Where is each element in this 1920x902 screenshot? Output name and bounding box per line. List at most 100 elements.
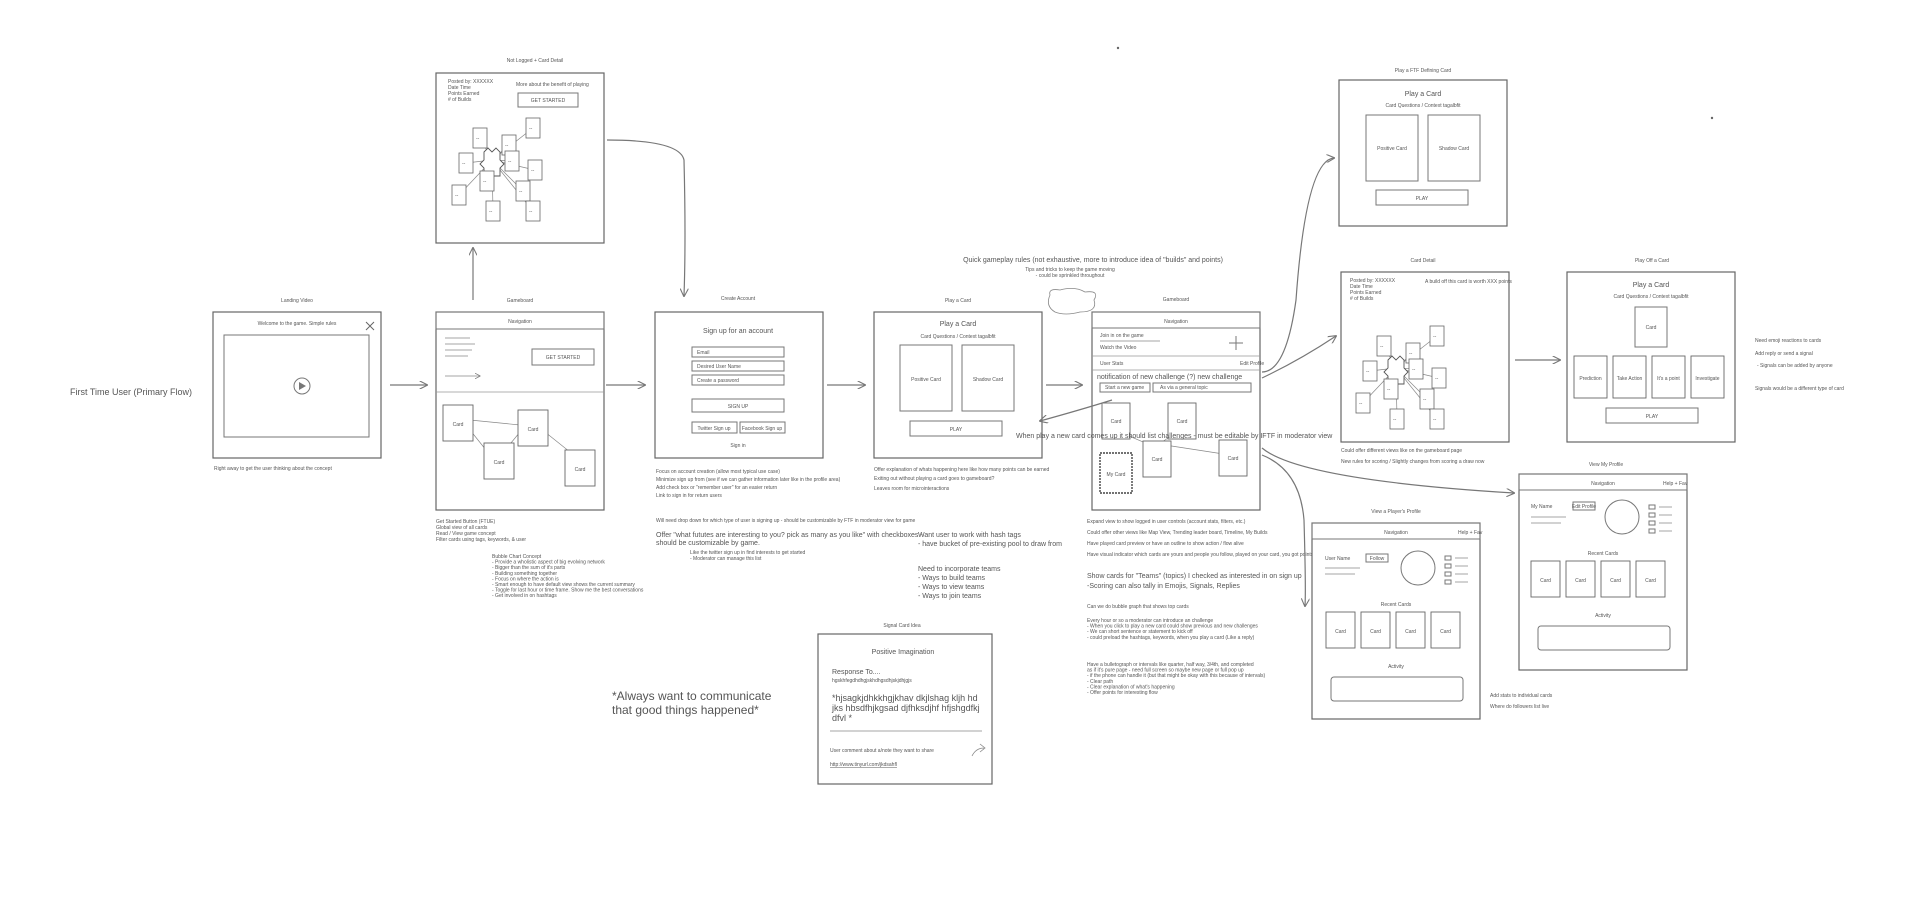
bubble-card[interactable] — [1408, 358, 1424, 380]
recent-card[interactable] — [1395, 611, 1426, 649]
password-field[interactable] — [691, 374, 785, 386]
share-icon[interactable] — [971, 743, 986, 757]
positive-card[interactable] — [899, 344, 953, 412]
bubble-card[interactable] — [1431, 367, 1447, 389]
bubble-card[interactable] — [1389, 408, 1405, 430]
card[interactable] — [1101, 402, 1131, 440]
recent-card[interactable] — [1530, 560, 1561, 598]
screen-caption: Play a FTF Defining Card — [1395, 68, 1452, 74]
card[interactable] — [1167, 402, 1197, 440]
card-label: My Card — [1107, 472, 1126, 478]
bubble-card[interactable] — [515, 180, 531, 202]
bubble-card[interactable] — [525, 200, 541, 222]
positive-card[interactable] — [1365, 114, 1419, 182]
start-game-field[interactable] — [1099, 382, 1151, 393]
bubble-card[interactable] — [479, 170, 495, 192]
twitter-signup-button[interactable] — [691, 421, 738, 434]
bubble-card[interactable] — [1362, 360, 1378, 382]
user-name: My Name — [1531, 504, 1553, 510]
get-started-button[interactable] — [517, 92, 579, 108]
bubble-card[interactable] — [527, 159, 543, 181]
bubble-card[interactable] — [451, 184, 467, 206]
facebook-signup-button[interactable] — [739, 421, 786, 434]
offer-line: Offer "what fututes are interesting to y… — [656, 532, 923, 539]
play-button[interactable] — [1375, 189, 1469, 206]
signup-title: Sign up for an account — [703, 328, 773, 335]
signal-link[interactable]: http://www.tinyurl.com/jkdsahfl — [830, 762, 897, 768]
card[interactable] — [1218, 439, 1248, 477]
shadow-card[interactable] — [1427, 114, 1481, 182]
play-button[interactable] — [909, 420, 1003, 437]
recent-card[interactable] — [1635, 560, 1666, 598]
activity-feed[interactable] — [1537, 625, 1671, 651]
plus-icon[interactable] — [1229, 336, 1243, 350]
option-card[interactable] — [1573, 355, 1608, 399]
note-line: Have played card preview or have an outl… — [1087, 541, 1244, 547]
bubble-card[interactable] — [1376, 335, 1392, 357]
note-line: -Scoring can also tally in Emojis, Signa… — [1087, 583, 1240, 590]
navigation-bar[interactable] — [1518, 473, 1688, 491]
bubble-card[interactable] — [485, 200, 501, 222]
recent-card[interactable] — [1565, 560, 1596, 598]
follow-button[interactable] — [1365, 553, 1389, 563]
bubble-card[interactable] — [1355, 392, 1371, 414]
close-icon[interactable] — [365, 321, 375, 331]
play-card-title: Play a Card — [1405, 91, 1442, 98]
activity-feed[interactable] — [1330, 676, 1464, 702]
recent-card[interactable] — [1430, 611, 1461, 649]
card[interactable] — [1142, 440, 1172, 478]
card-placeholder: -- — [1359, 401, 1363, 407]
bubble-card[interactable] — [1383, 378, 1399, 400]
option-card[interactable] — [1690, 355, 1725, 399]
card-placeholder: -- — [1366, 369, 1370, 375]
sign-in-link[interactable]: Sign in — [730, 443, 746, 449]
card[interactable] — [517, 409, 549, 447]
card[interactable] — [483, 442, 515, 480]
video-player[interactable] — [223, 334, 370, 438]
hub-card[interactable] — [479, 147, 505, 178]
bubble-card[interactable] — [1419, 388, 1435, 410]
bubble-card[interactable] — [504, 150, 520, 172]
card-label: Card — [1152, 457, 1163, 463]
shadow-card[interactable] — [961, 344, 1015, 412]
bubble-card[interactable] — [525, 117, 541, 139]
card-label: Card — [1440, 629, 1451, 635]
hub-card[interactable] — [1383, 355, 1409, 386]
option-card[interactable] — [1651, 355, 1686, 399]
help-link[interactable]: Help + Fav — [1663, 481, 1688, 487]
note-line: Offer explanation of whats happening her… — [874, 467, 1050, 473]
sign-up-button[interactable] — [691, 398, 785, 413]
bubble-card[interactable] — [472, 127, 488, 149]
recent-card[interactable] — [1325, 611, 1356, 649]
card[interactable] — [442, 404, 474, 442]
signal-card-idea: Signal Card Idea Positive Imagination Re… — [817, 623, 993, 785]
option-card[interactable] — [1612, 355, 1647, 399]
bubble-card[interactable] — [1429, 408, 1445, 430]
my-card[interactable] — [1099, 452, 1133, 494]
get-started-button[interactable] — [531, 348, 595, 366]
screen-caption: Gameboard — [1163, 297, 1190, 303]
note-line: Could offer other views like Map View, T… — [1087, 530, 1268, 536]
navigation-bar[interactable] — [435, 311, 605, 330]
topic-field[interactable] — [1152, 382, 1252, 393]
signal-body-line: dfvl * — [832, 713, 853, 723]
card-label: Card — [575, 467, 586, 473]
play-button[interactable] — [1605, 407, 1699, 424]
bubble-card[interactable] — [1429, 325, 1445, 347]
edit-profile-button[interactable] — [1572, 501, 1596, 511]
source-card[interactable] — [1634, 306, 1668, 348]
play-icon[interactable] — [293, 377, 311, 395]
email-field[interactable] — [691, 346, 785, 358]
note-line: - if the phone can handle it (but that m… — [1087, 673, 1265, 679]
card[interactable] — [564, 449, 596, 487]
recent-card[interactable] — [1600, 560, 1631, 598]
username-field[interactable] — [691, 360, 785, 372]
signal-body-line: jks hbsdfhjkgsad djfhksdjhf hfjshgdfkj — [831, 703, 980, 713]
edit-profile-link[interactable]: Edit Profile — [1240, 361, 1264, 367]
navigation-bar[interactable] — [1311, 522, 1481, 540]
bubble-card[interactable] — [458, 152, 474, 174]
recent-card[interactable] — [1360, 611, 1391, 649]
help-link[interactable]: Help + Fav — [1458, 530, 1483, 536]
navigation-bar[interactable] — [1091, 311, 1261, 329]
